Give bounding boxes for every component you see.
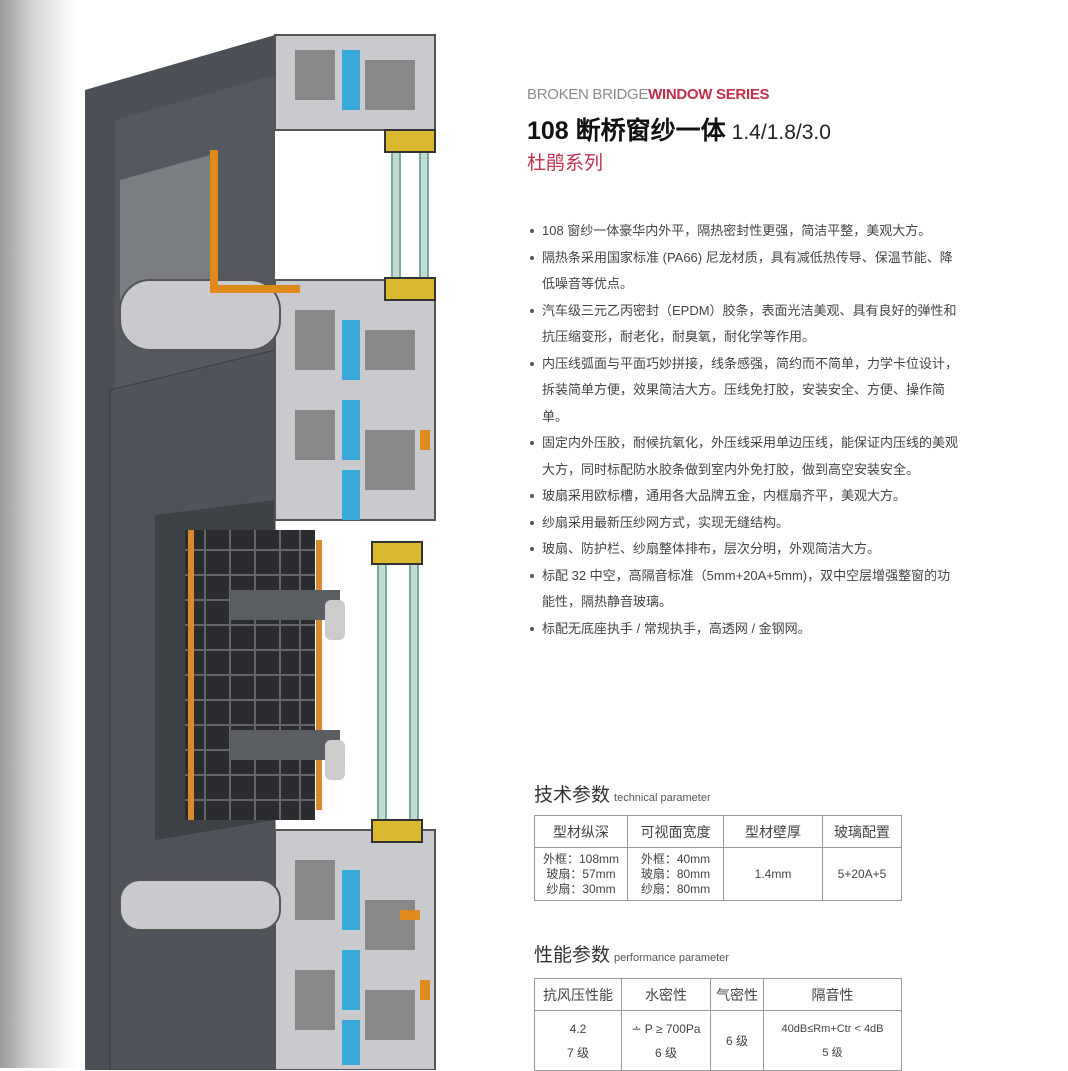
table-header: 玻璃配置 [822,815,902,848]
title-model: 108 断桥窗纱一体 [527,117,726,145]
feature-item: 内压线弧面与平面巧妙拼接，线条感强，简约而不简单，力学卡位设计，拆装简单方便，效… [528,351,963,431]
feature-item: 玻扇、防护栏、纱扇整体排布，层次分明，外观简洁大方。 [528,536,963,563]
technical-title-cn: 技术参数 [534,785,611,806]
product-subtitle: 杜鹃系列 [527,153,604,174]
feature-list: 108 窗纱一体豪华内外平，隔热密封性更强，简洁平整，美观大方。隔热条采用国家标… [528,218,963,642]
performance-title-en: performance parameter [614,952,729,964]
feature-item: 固定内外压胶，耐候抗氧化，外压线采用单边压线，能保证内压线的美观大方，同时标配防… [528,430,963,483]
table-header: 隔音性 [763,978,902,1011]
table-cell: 6 级 [710,1010,764,1071]
table-header: 抗风压性能 [534,978,622,1011]
title-thickness: 1.4/1.8/3.0 [731,121,831,144]
brand-red: WINDOW SERIES [648,86,770,103]
table-header: 可视面宽度 [627,815,724,848]
feature-item: 108 窗纱一体豪华内外平，隔热密封性更强，简洁平整，美观大方。 [528,218,963,245]
series-brand: BROKEN BRIDGEWINDOW SERIES [527,86,770,103]
table-header: 型材纵深 [534,815,628,848]
feature-item: 玻扇采用欧标槽，通用各大品牌五金，内框扇齐平，美观大方。 [528,483,963,510]
feature-item: 汽车级三元乙丙密封（EPDM）胶条，表面光洁美观、具有良好的弹性和抗压缩变形，耐… [528,298,963,351]
technical-title-en: technical parameter [614,792,711,804]
table-cell: 1.4mm [723,847,823,901]
table-cell: 5+20A+5 [822,847,902,901]
feature-item: 纱扇采用最新压纱网方式，实现无缝结构。 [528,510,963,537]
table-header: 气密性 [710,978,764,1011]
feature-item: 标配无底座执手 / 常规执手，高透网 / 金钢网。 [528,616,963,643]
feature-item: 标配 32 中空，高隔音标准（5mm+20A+5mm)，双中空层增强整窗的功能性… [528,563,963,616]
window-profile-illustration [85,34,436,1070]
table-header-row: 型材纵深可视面宽度型材壁厚玻璃配置 [534,815,902,848]
table-header: 型材壁厚 [723,815,823,848]
brand-gray: BROKEN BRIDGE [527,86,649,103]
performance-title-cn: 性能参数 [534,945,611,966]
table-header-row: 抗风压性能水密性气密性隔音性 [534,978,902,1011]
table-header: 水密性 [621,978,711,1011]
page-edge-shadow [0,0,80,1068]
feature-item: 隔热条采用国家标准 (PA66) 尼龙材质，具有减低热传导、保温节能、降低噪音等… [528,245,963,298]
